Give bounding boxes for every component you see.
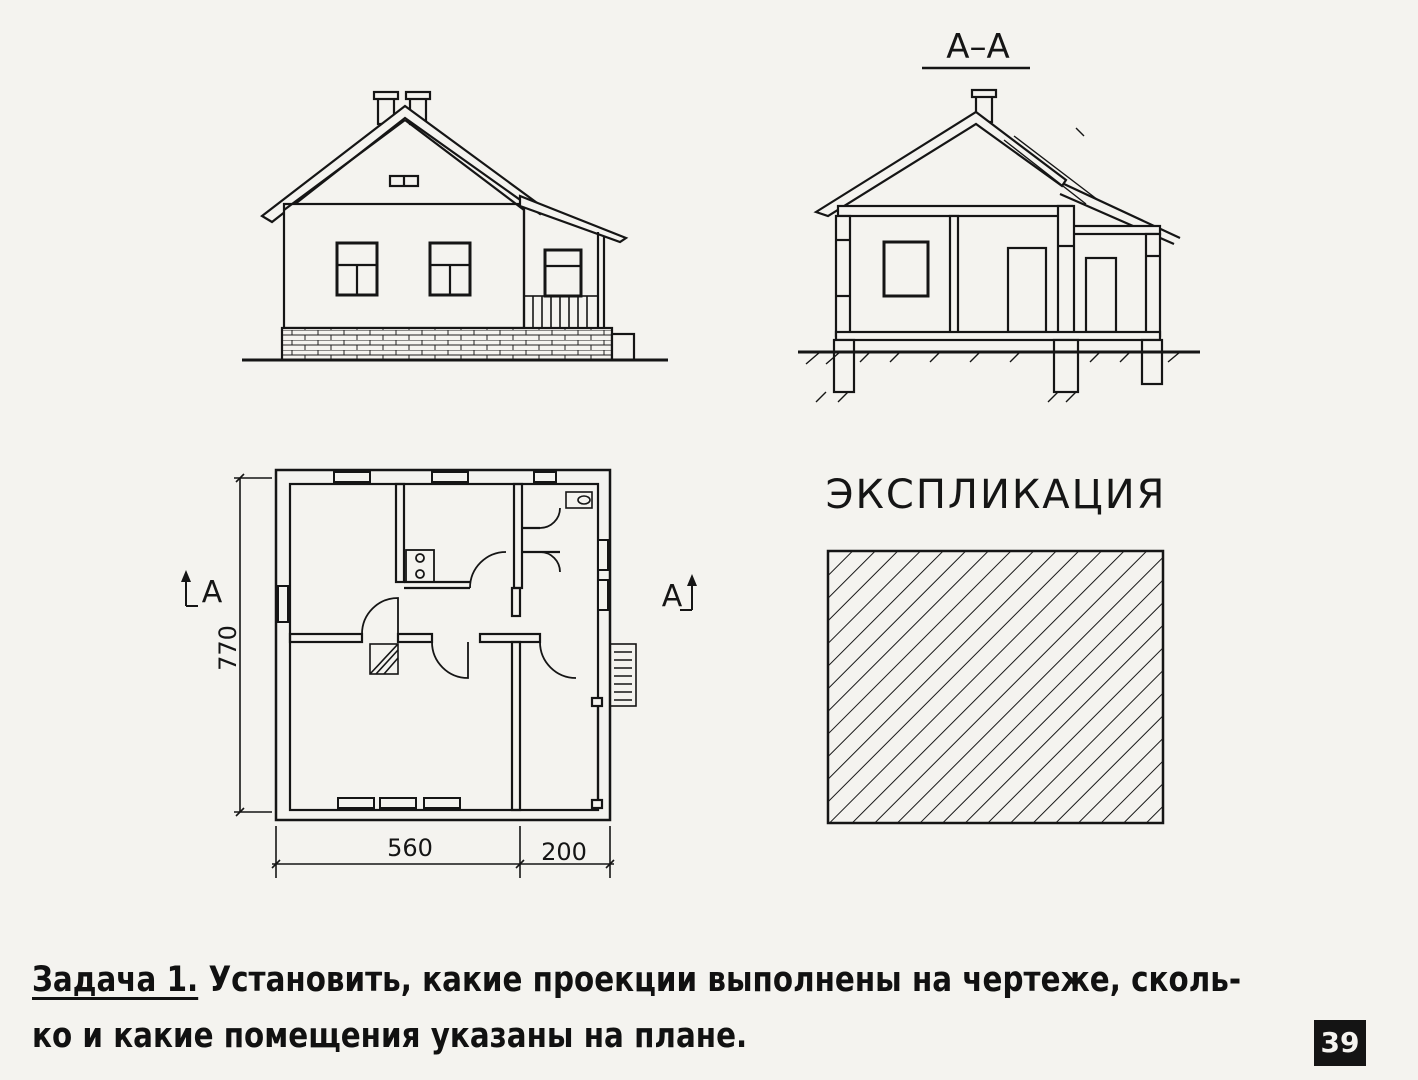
dimension-height: 770 — [214, 625, 242, 671]
porch-railing — [523, 295, 599, 329]
caption-line-1-text: Установить, какие проекции выполнены на … — [208, 960, 1242, 1000]
floor-plan — [274, 468, 637, 822]
task-caption: Задача 1. Установить, какие проекции вып… — [32, 952, 1241, 1064]
front-elevation — [242, 90, 668, 362]
plan-toilet — [565, 491, 593, 509]
section-title: А–А — [946, 27, 1010, 67]
window-porch — [543, 248, 583, 298]
section-floor — [834, 330, 1162, 342]
task-label: Задача 1. — [32, 960, 199, 1000]
section-view — [798, 88, 1200, 403]
porch-roof — [518, 194, 629, 244]
section-marker-right: А — [662, 574, 697, 614]
dimension-lines — [234, 473, 615, 878]
section-door-right — [1084, 256, 1118, 334]
window-right — [428, 241, 472, 297]
caption-line-1: Задача 1. Установить, какие проекции вып… — [32, 952, 1241, 1008]
section-marker-left-label: А — [202, 575, 223, 610]
plan-entrance-steps — [609, 643, 637, 707]
explication-hatched-box — [826, 549, 1165, 825]
plan-interior-walls — [288, 482, 560, 812]
explication-title: ЭКСПЛИКАЦИЯ — [826, 472, 1167, 518]
page-number: 39 — [1314, 1020, 1366, 1066]
plan-stairs — [369, 643, 399, 675]
plan-windows — [277, 471, 609, 809]
section-wall-left — [834, 214, 852, 338]
section-marker-left: А — [181, 570, 223, 610]
section-wall-porch — [1144, 232, 1162, 338]
section-door-left — [1006, 246, 1048, 334]
section-wall-middle — [1056, 204, 1076, 338]
caption-line-2: ко и какие помещения указаны на плане. — [32, 1016, 748, 1056]
plan-stove — [405, 549, 435, 583]
section-foundations — [832, 338, 1164, 394]
section-marker-right-label: А — [662, 579, 683, 614]
foundation — [280, 326, 614, 362]
section-window — [882, 240, 930, 298]
main-wall — [282, 202, 526, 330]
window-left — [335, 241, 379, 297]
dimension-width-porch: 200 — [541, 838, 587, 866]
gable-vent — [388, 174, 420, 188]
section-roof — [813, 110, 1068, 218]
ground-hatch — [805, 351, 1181, 403]
dimension-width-main: 560 — [387, 834, 433, 862]
plan-doors — [361, 507, 577, 679]
